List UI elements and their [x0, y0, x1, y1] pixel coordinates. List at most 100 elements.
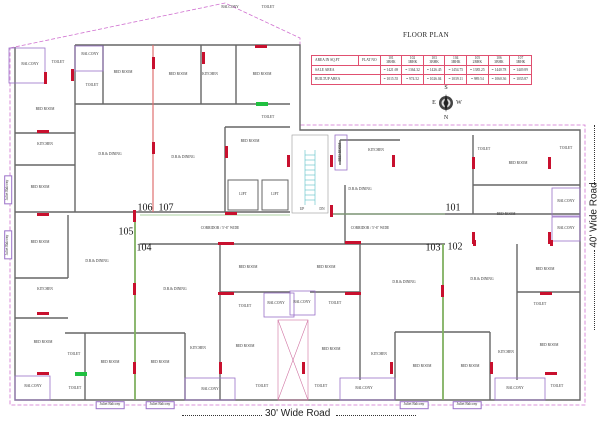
room-label: BED ROOM [33, 340, 53, 345]
door-markers [37, 45, 557, 375]
room-label: KITCHEN [202, 72, 218, 77]
room-label: BALCONY [81, 52, 99, 57]
room-label: BALCONY [24, 384, 42, 389]
compass-south-label: S [444, 85, 448, 91]
room-label: KITCHEN [190, 346, 206, 351]
cell: = 1440.78 [487, 64, 511, 75]
room-label: BED ROOM [240, 139, 260, 144]
flat-number-106: 106 [137, 202, 153, 214]
flat-type: 3BHK [407, 60, 418, 65]
room-label: TOILET [68, 386, 82, 391]
room-label: TOILET [533, 302, 547, 307]
room-label: D.R.& DINING [392, 280, 416, 285]
juliet-balcony: Juliet Balcony [145, 401, 175, 409]
flat-type: 3BHK [429, 60, 439, 65]
room-label: TOILET [85, 83, 99, 88]
room-label: BALCONY [201, 387, 219, 392]
room-label: TOILET [477, 147, 491, 152]
room-label: TOILET [550, 384, 564, 389]
flat-number-107: 107 [158, 202, 174, 214]
room-label: LIFT [271, 192, 279, 197]
room-label: D.R.& DINING [171, 155, 195, 160]
cell: = 1015.55 [379, 74, 403, 85]
room-label: BALCONY [21, 62, 39, 67]
compass-north-label: N [443, 115, 449, 121]
juliet-balcony: Juliet Balcony [95, 401, 125, 409]
juliet-balcony: Juliet Balcony [452, 401, 482, 409]
room-label: BED ROOM [539, 343, 559, 348]
room-label: BED ROOM [35, 107, 55, 112]
room-label: KITCHEN [371, 352, 387, 357]
room-label: BALCONY [221, 5, 239, 10]
room-label: BED ROOM [30, 240, 50, 245]
bottom-road-label: 30' Wide Road [265, 408, 331, 419]
room-label: BALCONY [557, 226, 575, 231]
room-label: BED ROOM [338, 142, 343, 162]
room-label: TOILET [314, 384, 328, 389]
flat-type: 3BHK [515, 60, 526, 65]
compass-east-label: E [432, 100, 436, 106]
cell: = 1026.04 [422, 74, 446, 85]
room-label: TOILET [67, 352, 81, 357]
compass-west-label: W [456, 100, 462, 106]
room-label: D.R.& DINING [98, 152, 122, 157]
room-label: BALCONY [355, 386, 373, 391]
room-label: D.R.& DINING [85, 259, 109, 264]
room-label: KITCHEN [37, 142, 53, 147]
staircase [291, 134, 329, 214]
balcony-outlines [8, 45, 581, 401]
flat-no: 105 [474, 56, 481, 61]
area-header-label: AREA IN SQ.FT [311, 55, 359, 66]
room-label: D.R.& DINING [348, 187, 372, 192]
room-label: KITCHEN [498, 350, 514, 355]
room-label: BED ROOM [100, 360, 120, 365]
flat-no-label: FLAT NO [358, 55, 381, 66]
corridor-label: CORRIDOR / 5'-6" WIDE [350, 226, 390, 231]
room-label: KITCHEN [37, 287, 53, 292]
cell: = 1364.32 [401, 64, 424, 75]
row-label: SALE AREA [311, 64, 381, 75]
road-dotted-line [182, 415, 262, 416]
flat-number-104: 104 [136, 242, 152, 254]
walls [14, 44, 581, 401]
room-label: KITCHEN [368, 148, 384, 153]
room-label: BED ROOM [168, 72, 188, 77]
corridor-label: CORRIDOR / 5'-6" WIDE [200, 226, 240, 231]
table-row-sale-area: SALE AREA = 1421.69 = 1364.32 = 1426.45 … [311, 64, 532, 75]
cell: = 1385.25 [466, 64, 489, 75]
lift-shaft [227, 179, 259, 211]
room-label: BED ROOM [460, 364, 480, 369]
stair-down-label: DN [319, 207, 325, 212]
room-label: TOILET [255, 384, 269, 389]
page-title: FLOOR PLAN [403, 31, 449, 39]
room-label: TOILET [261, 115, 275, 120]
road-dotted-line [594, 250, 595, 330]
room-label: D.R.& DINING [470, 277, 494, 282]
flat-number-103: 103 [425, 242, 441, 254]
room-label: BED ROOM [412, 364, 432, 369]
flat-type: 3BHK [494, 60, 504, 65]
flat-no: 106 [496, 56, 502, 61]
cell: = 1039.11 [444, 74, 468, 85]
flat-no: 103 [431, 56, 437, 61]
row-label: BUILTUP AREA [311, 74, 381, 85]
lift-shaft [261, 179, 289, 211]
right-road-label: 40' Wide Road [588, 182, 600, 248]
juliet-balcony: Juliet Balcony [4, 230, 12, 260]
room-label: TOILET [51, 60, 65, 65]
room-label: TOILET [238, 304, 252, 309]
room-label: BED ROOM [30, 185, 50, 190]
flat-type: 3BHK [386, 60, 396, 65]
cell: = 1449.89 [509, 64, 532, 75]
room-label: BED ROOM [535, 267, 555, 272]
room-label: BED ROOM [238, 265, 258, 270]
room-label: BED ROOM [252, 72, 272, 77]
window-marker [75, 372, 87, 376]
flat-number-102: 102 [447, 241, 463, 253]
